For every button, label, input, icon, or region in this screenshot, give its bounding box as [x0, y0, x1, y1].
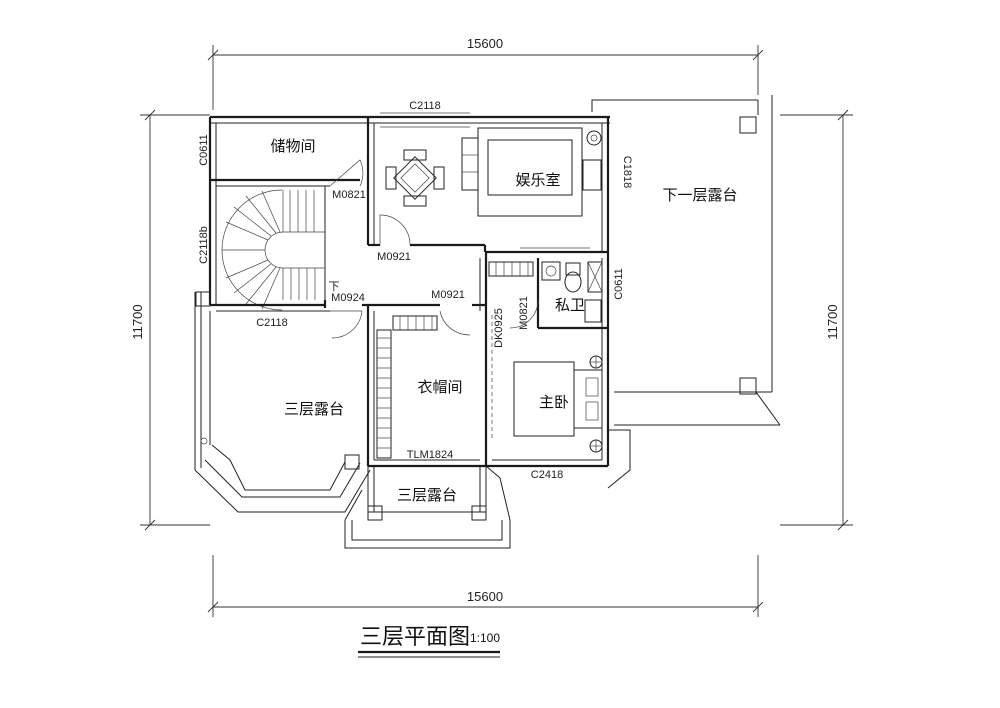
entertainment-room: 娱乐室 C1818 M0921 [368, 127, 633, 263]
code-dk0925: DK0925 [493, 308, 505, 348]
dimension-right: 11700 [780, 109, 853, 531]
code-m0921-entertainment: M0921 [377, 251, 411, 263]
code-m0821-storage: M0821 [332, 189, 366, 201]
dimension-bottom: 15600 [207, 555, 764, 617]
code-c2418: C2418 [531, 469, 563, 481]
code-c2118b: C2118b [198, 226, 210, 264]
dimension-right-label: 11700 [825, 304, 840, 339]
room-label-third-terrace-main: 三层露台 [284, 400, 344, 418]
code-tlm1824: TLM1824 [407, 449, 453, 461]
stair-direction-mark: 下 [329, 281, 340, 293]
drawing-title: 三层平面图 1:100 [358, 625, 500, 658]
code-c1818: C1818 [621, 156, 633, 188]
dimension-top-label: 15600 [467, 36, 503, 51]
third-terrace-main: 三层露台 [194, 291, 371, 513]
inner-walls: C2118 M0924 M0921 [210, 252, 488, 466]
code-m0921-wardrobe: M0921 [431, 289, 465, 301]
storage-room: 储物间 C0611 M0821 [198, 117, 375, 245]
code-c0611-left: C0611 [198, 134, 210, 166]
code-c2118-top: C2118 [409, 100, 441, 112]
window-c2118-top: C2118 [380, 100, 470, 128]
code-c0611-right: C0611 [613, 268, 625, 300]
room-label-wardrobe: 衣帽间 [417, 378, 462, 396]
room-label-master-bedroom: 主卧 [539, 393, 569, 411]
lower-terrace: 下一层露台 [591, 95, 781, 489]
code-m0924: M0924 [331, 292, 365, 304]
code-m0821-bath: M0821 [518, 296, 530, 330]
third-terrace-small: 三层露台 [344, 465, 511, 549]
code-c2118-left: C2118 [256, 317, 288, 329]
staircase: C2118b 下 [198, 185, 340, 311]
room-label-storage: 储物间 [270, 137, 315, 155]
room-label-third-terrace-small: 三层露台 [397, 486, 457, 504]
room-label-private-bath: 私卫 [555, 296, 585, 314]
wardrobe-room: 衣帽间 DK0925 TLM1824 [366, 261, 534, 468]
master-bedroom: 主卧 C2418 [513, 355, 603, 481]
dimension-left-label: 11700 [130, 304, 145, 339]
private-bathroom: 私卫 C0611 M0821 [509, 258, 625, 330]
dimension-bottom-label: 15600 [467, 589, 503, 604]
title-scale: 1:100 [470, 631, 500, 645]
room-label-entertainment: 娱乐室 [515, 171, 560, 189]
dimension-top: 15600 [207, 36, 764, 110]
outer-walls [208, 115, 610, 468]
dimension-left: 11700 [130, 109, 210, 531]
title-text: 三层平面图 [360, 625, 470, 650]
room-label-lower-terrace: 下一层露台 [662, 186, 737, 204]
